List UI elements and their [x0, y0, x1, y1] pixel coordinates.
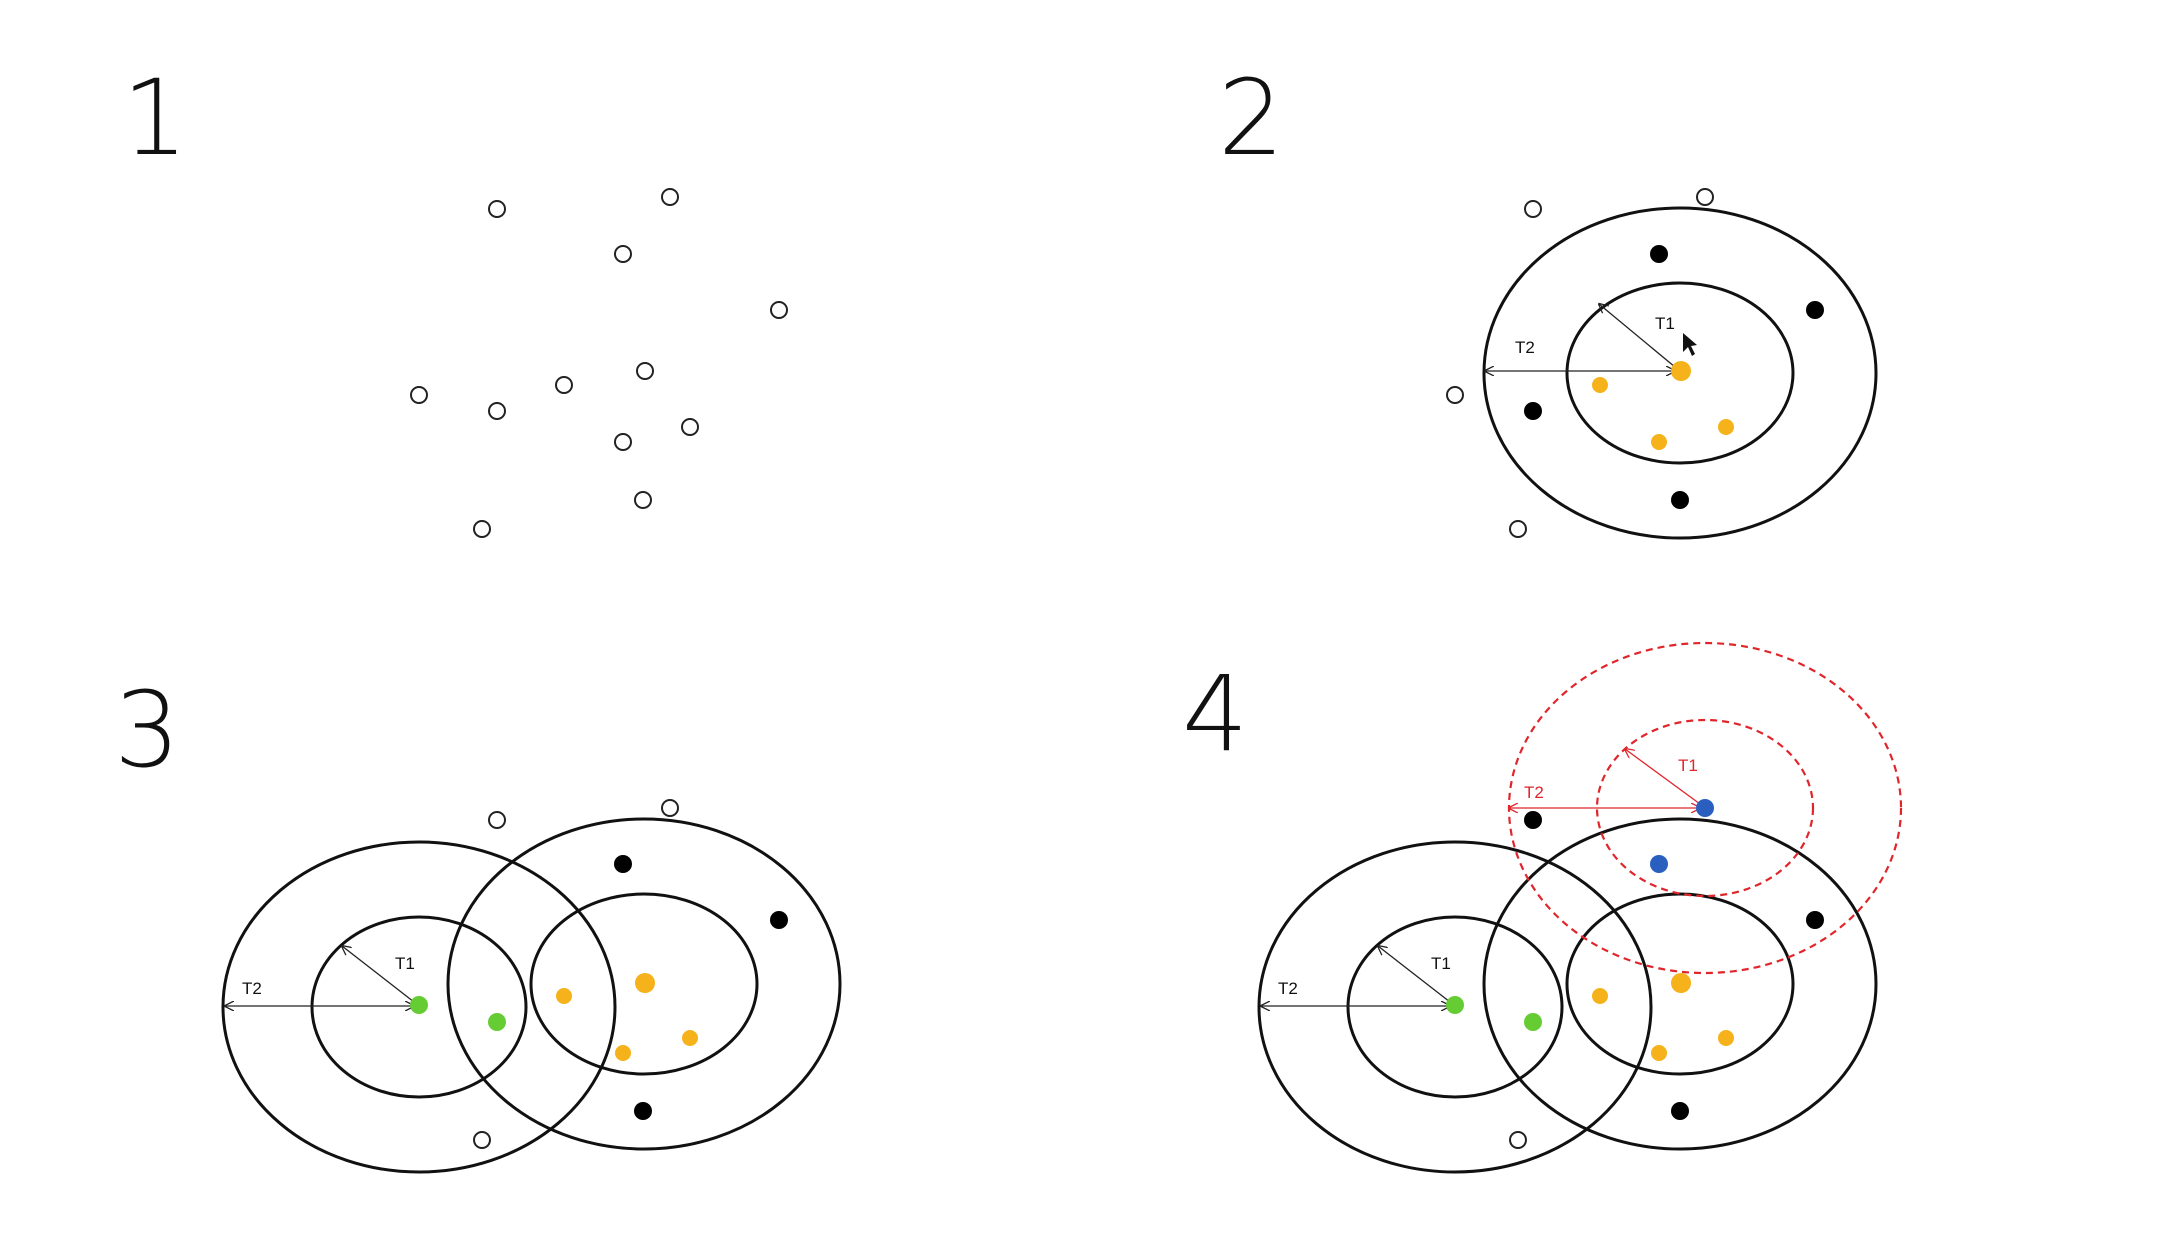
hollow-point [488, 811, 506, 829]
red-t1-label: T1 [1678, 756, 1698, 775]
hollow-point [614, 245, 632, 263]
hollow-point [636, 362, 654, 380]
hollow-point [488, 200, 506, 218]
hollow-point [473, 520, 491, 538]
black-point [1671, 1102, 1689, 1120]
orange-point [1592, 377, 1608, 393]
orange-point [1718, 1030, 1734, 1046]
panel-3-points [410, 799, 788, 1149]
panel-1-points [410, 188, 788, 538]
red-t2-label: T2 [1524, 783, 1544, 802]
panel-1: 1 [122, 57, 788, 538]
orange-point [1651, 434, 1667, 450]
t1-radius-arrow [1378, 946, 1451, 1003]
orange-point [1592, 988, 1608, 1004]
orange-center-point [1671, 973, 1691, 993]
panel-2-number: 2 [1218, 57, 1284, 179]
black-point [770, 911, 788, 929]
orange-point [1651, 1045, 1667, 1061]
green-center-point [410, 996, 428, 1014]
hollow-point [1524, 200, 1542, 218]
black-point [1650, 245, 1668, 263]
t2-label: T2 [242, 979, 262, 998]
orange-inner-canopy-t1 [529, 892, 759, 1076]
orange-inner-canopy-t1 [1565, 892, 1795, 1076]
panel-4-points [1446, 799, 1824, 1149]
t1-radius-arrow [342, 946, 415, 1003]
panel-3-number: 3 [114, 669, 180, 791]
red-t1-radius-arrow [1625, 749, 1701, 805]
mouse-cursor-icon [1683, 333, 1697, 356]
hollow-point [770, 301, 788, 319]
blue-point [1650, 855, 1668, 873]
orange-center-point [635, 973, 655, 993]
orange-outer-canopy-t2 [1482, 817, 1878, 1151]
orange-center-point [1671, 361, 1691, 381]
hollow-point [473, 1131, 491, 1149]
black-point [1671, 491, 1689, 509]
orange-point [615, 1045, 631, 1061]
orange-outer-canopy-t2 [446, 817, 842, 1151]
hollow-point [1446, 386, 1464, 404]
hollow-point [681, 418, 699, 436]
blue-inner-canopy-t1 [1595, 718, 1815, 898]
black-point [1524, 811, 1542, 829]
panel-1-number: 1 [122, 57, 188, 179]
black-point [1806, 301, 1824, 319]
t2-label: T2 [1515, 338, 1535, 357]
green-point [488, 1013, 506, 1031]
panel-4: 4 T1 T2 T1 T2 [1182, 641, 1903, 1174]
green-center-point [1446, 996, 1464, 1014]
black-point [614, 855, 632, 873]
hollow-point [1509, 1131, 1527, 1149]
hollow-point [555, 376, 573, 394]
panel-3: 3 T1 T2 [114, 669, 842, 1174]
hollow-point [661, 188, 679, 206]
hollow-point [410, 386, 428, 404]
t1-label: T1 [1655, 314, 1675, 333]
hollow-point [661, 799, 679, 817]
green-outer-canopy-t2 [221, 840, 617, 1174]
green-outer-canopy-t2 [1257, 840, 1653, 1174]
orange-point [556, 988, 572, 1004]
orange-point [682, 1030, 698, 1046]
black-point [1524, 402, 1542, 420]
hollow-point [1509, 520, 1527, 538]
hollow-point [634, 491, 652, 509]
orange-point [1718, 419, 1734, 435]
t1-label: T1 [395, 954, 415, 973]
t2-label: T2 [1278, 979, 1298, 998]
hollow-point [614, 433, 632, 451]
t1-label: T1 [1431, 954, 1451, 973]
blue-center-point [1696, 799, 1714, 817]
hollow-point [1696, 188, 1714, 206]
panel-2: 2 T1 T2 [1218, 57, 1878, 540]
green-point [1524, 1013, 1542, 1031]
black-point [1806, 911, 1824, 929]
black-point [634, 1102, 652, 1120]
t1-radius-arrow [1599, 304, 1676, 368]
panel-2-points [1446, 188, 1824, 538]
hollow-point [488, 402, 506, 420]
panel-4-number: 4 [1182, 653, 1248, 775]
